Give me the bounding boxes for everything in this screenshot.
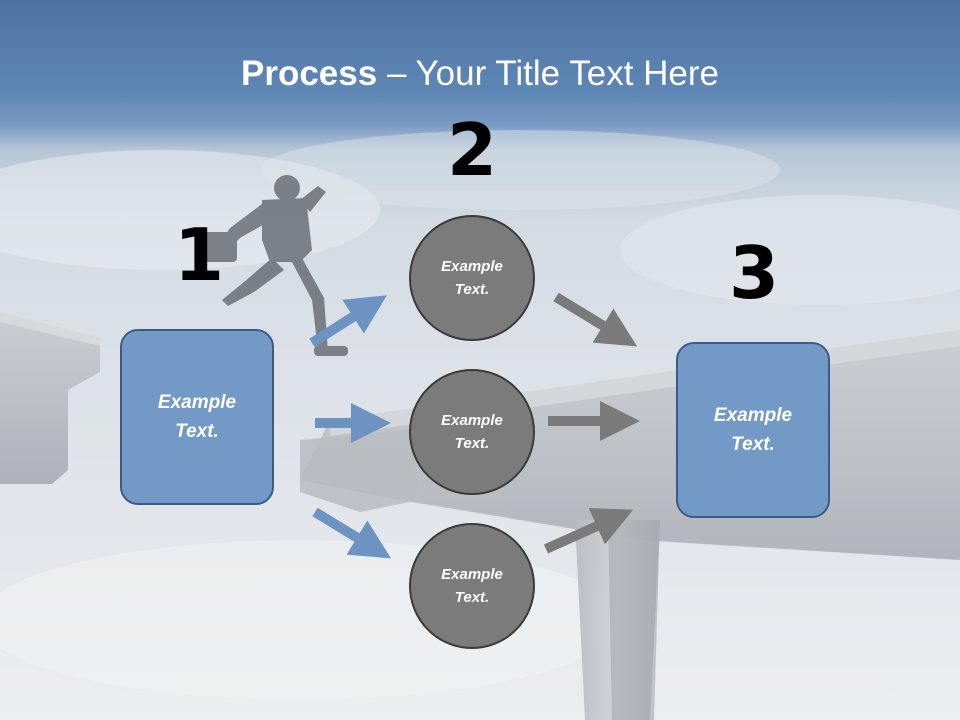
- example-circle-bottom[interactable]: Example Text.: [409, 523, 535, 649]
- step-number-1: 1: [173, 213, 225, 297]
- arrow-gray-up: [543, 507, 634, 554]
- arrow-blue-down: [312, 507, 392, 559]
- step-number-3: 3: [728, 231, 780, 315]
- step-number-2: 2: [446, 108, 498, 192]
- example-circle-top[interactable]: Example Text.: [409, 215, 535, 341]
- example-circle-middle[interactable]: Example Text.: [409, 369, 535, 495]
- arrow-gray-down: [553, 292, 638, 347]
- example-box-right[interactable]: Example Text.: [676, 342, 830, 518]
- example-box-left[interactable]: Example Text.: [120, 329, 274, 505]
- slide-title-bold: Process: [241, 54, 378, 93]
- arrow-blue-up: [309, 295, 387, 348]
- slide-title-rest: – Your Title Text Here: [377, 54, 719, 93]
- slide-title: Process – Your Title Text Here: [0, 52, 960, 96]
